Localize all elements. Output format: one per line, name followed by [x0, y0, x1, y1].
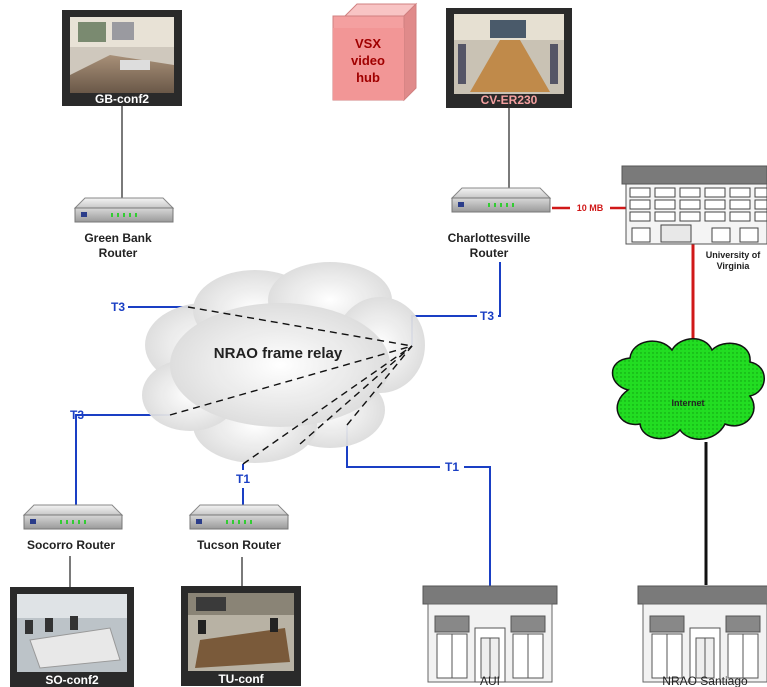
gb-router: Green Bank Router — [74, 197, 174, 260]
so-conf-label: SO-conf2 — [45, 673, 99, 687]
gb-router-label-1: Green Bank — [84, 231, 152, 245]
vsx-hub-line1: VSX — [355, 36, 381, 51]
santiago-building: NRAO Santiago — [637, 585, 767, 687]
cv-t3-label: T3 — [480, 309, 494, 323]
so-conf-photo: SO-conf2 — [10, 587, 134, 687]
vc-so — [169, 345, 413, 416]
cv-t3-line-upper — [498, 262, 501, 317]
cv-router-label-2: Router — [470, 246, 509, 260]
uva-label-2: Virginia — [717, 261, 751, 271]
so-router: Socorro Router — [23, 504, 123, 552]
aui-t1-label: T1 — [445, 460, 459, 474]
santiago-label: NRAO Santiago — [662, 674, 748, 687]
vc-gb — [187, 306, 413, 347]
internet-label: Internet — [671, 398, 704, 408]
tu-router-label: Tucson Router — [197, 538, 281, 552]
so-router-label: Socorro Router — [27, 538, 115, 552]
aui-t1-line-b — [464, 466, 491, 588]
tu-t1-label: T1 — [236, 472, 250, 486]
gb-t3-label: T3 — [111, 300, 125, 314]
aui-label: AUI — [480, 674, 500, 687]
internet-cloud: Internet — [611, 338, 765, 440]
vsx-hub-line2: video — [351, 53, 385, 68]
uva-building: University of Virginia — [621, 165, 767, 271]
uva-speed-label: 10 MB — [577, 203, 604, 213]
gb-router-label-2: Router — [99, 246, 138, 260]
vsx-hub: VSX video hub — [332, 2, 418, 102]
uva-label-1: University of — [706, 250, 762, 260]
gb-conf-photo: GB-conf2 — [62, 10, 182, 106]
aui-building: AUI — [422, 585, 558, 687]
cv-router-label-1: Charlottesville — [448, 231, 531, 245]
gb-conf-label: GB-conf2 — [95, 92, 149, 106]
vc-tu-2 — [299, 345, 413, 445]
so-t3-label: T3 — [70, 408, 84, 422]
frame-relay-cloud: NRAO frame relay — [142, 262, 425, 463]
tu-conf-photo: TU-conf — [181, 586, 301, 686]
tu-conf-label: TU-conf — [218, 672, 264, 686]
vc-tu-1 — [242, 345, 413, 465]
cv-router: Charlottesville Router — [448, 187, 551, 260]
so-t3-line — [75, 414, 170, 505]
frame-relay-label: NRAO frame relay — [214, 345, 343, 362]
vsx-hub-line3: hub — [356, 70, 380, 85]
cv-conf-photo: CV-ER230 — [446, 8, 572, 108]
vc-aui — [346, 345, 413, 426]
cv-conf-label: CV-ER230 — [481, 93, 538, 107]
virtual-circuits — [169, 306, 413, 465]
tu-router: Tucson Router — [189, 504, 289, 552]
